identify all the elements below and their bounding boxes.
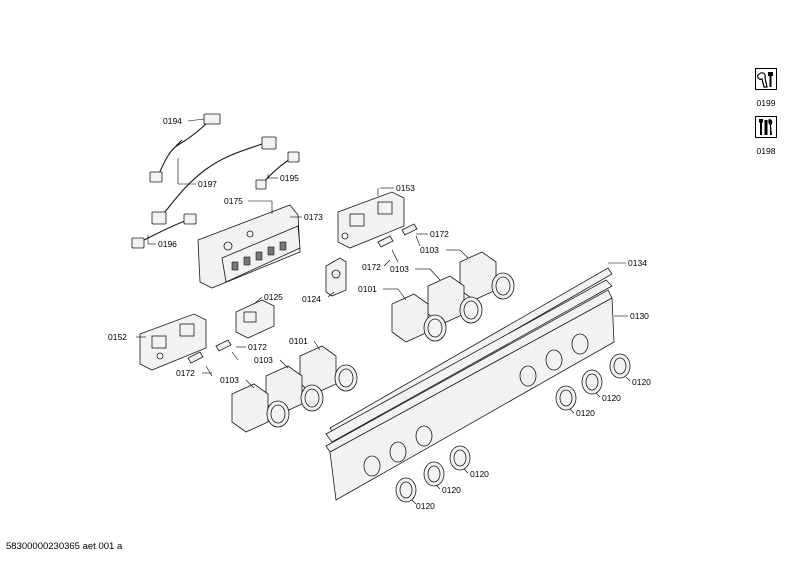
switch-block-0152: [139, 313, 207, 371]
knob-housing-upper-0101: [391, 293, 447, 343]
label-0175: 0175: [224, 196, 243, 206]
label-0124: 0124: [302, 294, 321, 304]
shaft-0172-a: [377, 235, 399, 263]
label-0120-f: 0120: [416, 501, 435, 511]
label-0120-e: 0120: [442, 485, 461, 495]
wiring-harness-0194: [149, 113, 221, 183]
tools-set-icon: [759, 119, 773, 135]
label-0120-c: 0120: [576, 408, 595, 418]
shaft-0172-b: [401, 223, 421, 247]
switch-block-0153: [337, 191, 405, 249]
label-0134: 0134: [628, 258, 647, 268]
shaft-0172-d: [187, 351, 213, 377]
knob-housing-upper-0103-a: [459, 251, 515, 301]
label-0152: 0152: [108, 332, 127, 342]
tool-0199-box: [755, 68, 777, 90]
label-0103-b: 0103: [390, 264, 409, 274]
wiring-harness-0197: [151, 136, 277, 225]
label-0194: 0194: [163, 116, 182, 126]
document-id-footer: 58300000230365 aet 001 a: [6, 541, 123, 552]
label-0120-d: 0120: [470, 469, 489, 479]
label-0173: 0173: [304, 212, 323, 222]
knob-housing-upper-0103-b: [427, 275, 483, 325]
part-labels: 0194 0197 0195 0196 0175 0173 0153 0172 …: [108, 116, 651, 511]
wrench-screwdriver-icon: [757, 72, 773, 88]
label-0130: 0130: [630, 311, 649, 321]
control-panel-0130: [325, 289, 615, 501]
label-0172-d: 0172: [176, 368, 195, 378]
tool-0198-label: 0198: [756, 146, 776, 156]
leader-lines: [136, 118, 631, 505]
wiring-harness-0196: [131, 213, 197, 249]
trim-strip-0134: [325, 267, 613, 443]
label-0125: 0125: [264, 292, 283, 302]
label-0196: 0196: [158, 239, 177, 249]
knob-housing-lower-0103-b: [231, 383, 290, 433]
tool-0199-label: 0199: [756, 98, 776, 108]
label-0101-b: 0101: [289, 336, 308, 346]
label-0197: 0197: [198, 179, 217, 189]
label-0103-c: 0103: [254, 355, 273, 365]
label-0103-a: 0103: [420, 245, 439, 255]
label-0120-b: 0120: [602, 393, 621, 403]
label-0101-a: 0101: [358, 284, 377, 294]
bracket-0125: [235, 299, 275, 339]
label-0172-b: 0172: [362, 262, 381, 272]
shaft-0172-c: [215, 339, 239, 361]
label-0153: 0153: [396, 183, 415, 193]
label-0195: 0195: [280, 173, 299, 183]
label-0120-a: 0120: [632, 377, 651, 387]
bracket-0124: [325, 257, 347, 297]
panel-holes: [363, 333, 589, 477]
label-0172-c: 0172: [248, 342, 267, 352]
label-0103-d: 0103: [220, 375, 239, 385]
knob-housing-lower-0101: [299, 345, 358, 395]
tool-0198-box: [755, 116, 777, 138]
label-0172-a: 0172: [430, 229, 449, 239]
wiring-harness-0195: [255, 151, 300, 190]
knob-rings-0120: [395, 353, 631, 503]
control-module-0175: [197, 204, 301, 289]
